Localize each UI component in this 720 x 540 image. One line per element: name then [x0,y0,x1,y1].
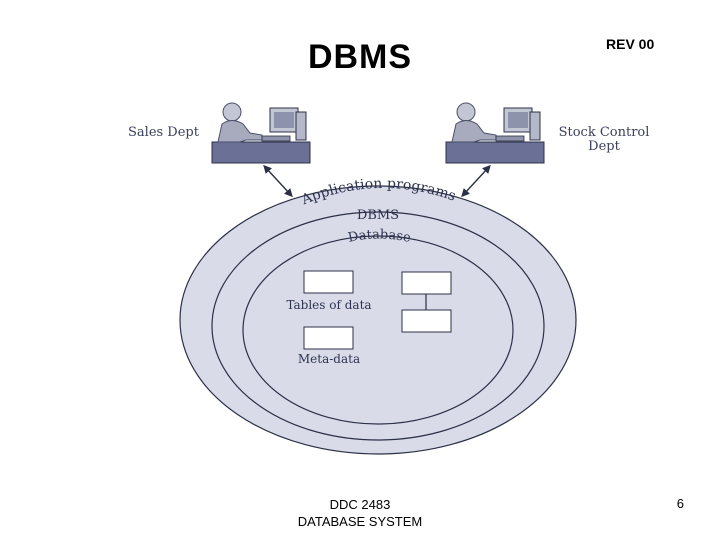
sales-person-icon [217,102,263,143]
database-ring [242,235,514,425]
footer-course-code: DDC 2483 [329,497,391,512]
table-box [303,270,354,294]
stock-desk [445,141,545,164]
database-ring-label: Database [347,227,413,246]
sales-dept-label: Sales Dept [128,125,199,140]
tables-of-data-label: Tables of data [286,298,371,312]
stock-connection-arrow [461,164,491,198]
linked-table-bottom [401,309,452,333]
sales-workstation [211,102,311,164]
footer-course-name: DATABASE SYSTEM [297,514,423,529]
stock-control-label-line2: Dept [588,139,620,154]
sales-computer-icon [261,107,307,142]
sales-connection-arrow [263,164,293,198]
revision-label: REV 00 [606,36,655,52]
stock-control-label: Stock Control Dept [554,126,654,154]
page-number: 6 [676,496,684,511]
linked-table-top [401,271,452,295]
stock-computer-icon [495,107,541,142]
stock-person-icon [451,102,497,143]
stock-workstation [445,102,545,164]
sales-desk [211,141,311,164]
page-title: DBMS [307,38,413,76]
footer-course: DDC 2483 DATABASE SYSTEM [250,496,470,530]
meta-data-label: Meta-data [298,352,360,366]
stock-control-label-line1: Stock Control [558,125,650,140]
meta-data-box [303,326,354,350]
dbms-ring-label: DBMS [357,208,399,223]
